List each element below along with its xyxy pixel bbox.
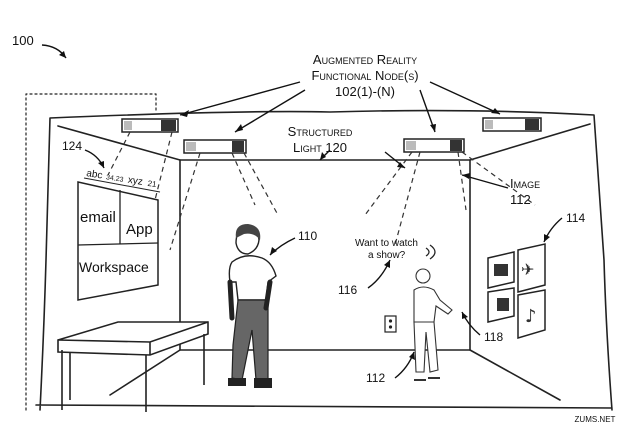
- header-abc: abc: [86, 168, 104, 181]
- table: [57, 321, 209, 412]
- wall-images: [487, 243, 546, 340]
- speech-line2: a show?: [368, 250, 406, 261]
- structured-light-line1: Structured: [288, 124, 353, 139]
- beam-lines: [107, 131, 536, 251]
- sound-waves: [425, 244, 436, 260]
- floor-edges: [109, 349, 561, 401]
- arrow-node-2: [234, 89, 306, 133]
- header-n1: 34.23: [105, 174, 124, 184]
- music-note-icon: ♪: [525, 306, 537, 327]
- ref-110: 110: [298, 229, 317, 243]
- image-frame-music: [517, 289, 546, 340]
- panel-app: App: [126, 221, 153, 238]
- arrow-node-4: [429, 81, 501, 115]
- arrow-node-1: [179, 81, 301, 116]
- disk-icon: [497, 298, 509, 311]
- image-frame-plane: [517, 243, 546, 293]
- panel-email: email: [80, 209, 116, 226]
- dotted-boundary: [25, 93, 157, 411]
- node-label-line2: Functional Node(s): [311, 68, 418, 83]
- image-label-line1: Image: [510, 176, 540, 191]
- ref-114: 114: [566, 211, 585, 225]
- ar-node-4: [482, 117, 542, 132]
- header-xyz: xyz: [127, 175, 144, 188]
- node-label-line3: 102(1)-(N): [335, 84, 395, 99]
- back-wall: [179, 159, 471, 351]
- speech-line1: Want to watch: [355, 238, 418, 249]
- panel-workspace: Workspace: [79, 259, 149, 275]
- ar-node-2: [183, 139, 247, 154]
- image-label-line2: 112: [510, 192, 531, 207]
- wall-outlet: [384, 315, 397, 333]
- plane-icon: ✈: [521, 260, 534, 279]
- ar-node-1: [121, 118, 179, 133]
- node-label-line1: Augmented Reality: [313, 52, 417, 67]
- structured-light-line2: Light 120: [293, 140, 347, 155]
- tv-icon: [494, 264, 508, 276]
- watermark: ZUMS.NET: [575, 415, 616, 424]
- wall-display: [77, 177, 161, 301]
- person-118: [413, 268, 453, 381]
- ref-124: 124: [62, 139, 82, 153]
- ref-112-floor: 112: [366, 371, 385, 385]
- ref-116: 116: [338, 283, 357, 297]
- header-n2: 21: [147, 179, 158, 189]
- arrow-image: [461, 174, 509, 189]
- figure-ref: 100: [12, 33, 34, 48]
- person-110: [227, 224, 277, 388]
- ar-node-3: [403, 138, 465, 153]
- room-outline: [35, 109, 613, 411]
- ref-118: 118: [484, 330, 503, 344]
- ceiling-edges: [57, 123, 591, 161]
